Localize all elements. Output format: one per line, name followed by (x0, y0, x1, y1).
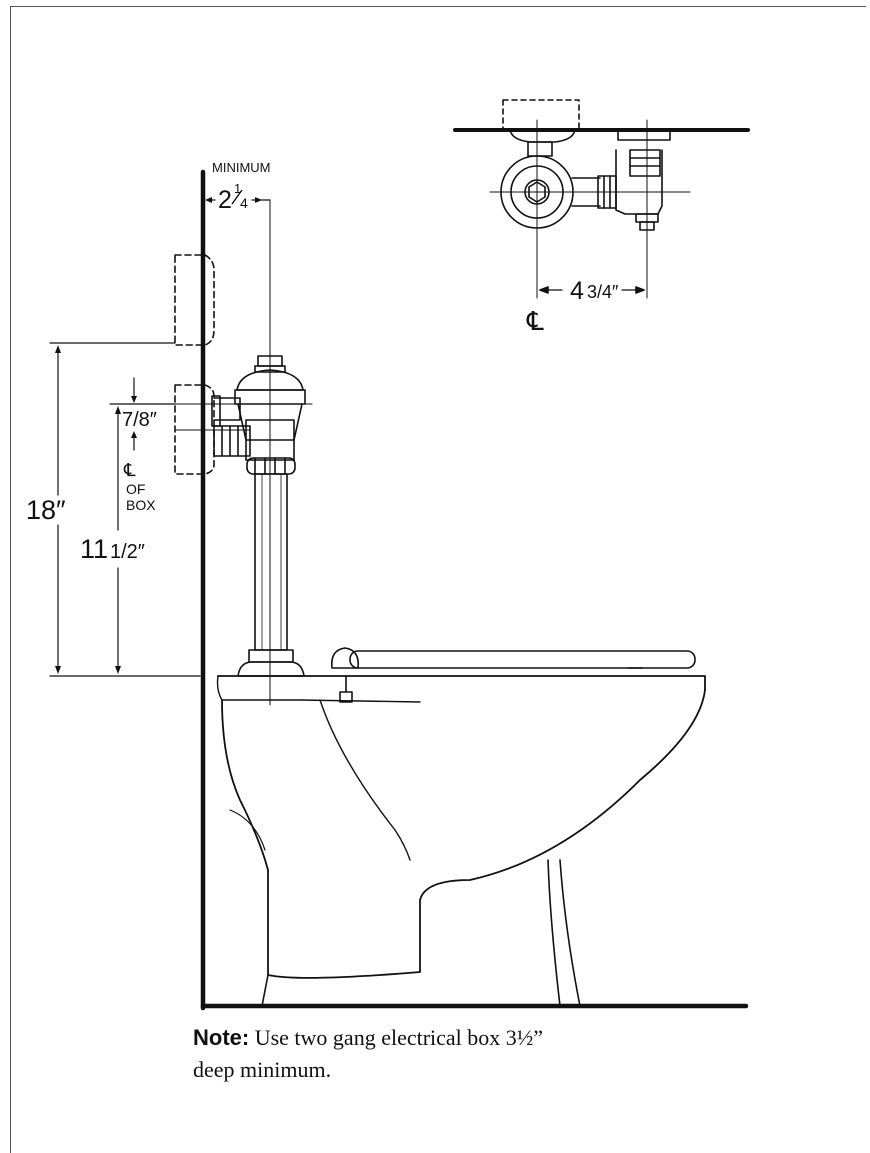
dim-11-fraction: 1/2″ (110, 541, 145, 563)
bowl-outline (221, 689, 706, 979)
upper-electrical-box (174, 254, 215, 346)
cl-of-label: OF (126, 481, 145, 497)
note-line-1: Use two gang electrical box 3½” (254, 1025, 544, 1050)
dim-4-whole: 4 (570, 277, 584, 305)
dim-2-denominator: 4 (240, 195, 248, 211)
toilet-seat (349, 650, 696, 669)
flush-valve (174, 199, 313, 706)
installation-note: Note: Use two gang electrical box 3½” de… (193, 1022, 753, 1086)
top-view (453, 99, 750, 299)
flush-tube (254, 473, 288, 651)
dim-2-whole: 2 (218, 186, 232, 214)
top-view-supply-flange (617, 129, 671, 141)
dim-18: 18″ (26, 495, 66, 525)
centerline-symbol-box: ℄ (123, 460, 136, 480)
centerline-symbol-top: ℄ (526, 306, 544, 336)
cl-box-label: BOX (126, 497, 156, 513)
dim-2-numerator: 1 (234, 181, 241, 196)
minimum-label: MINIMUM (212, 160, 271, 175)
page-frame (10, 6, 866, 1153)
dim-7-8: 7/8″ (122, 409, 157, 431)
flush-valve-inlet (213, 397, 241, 421)
wall-side (174, 169, 749, 1011)
side-dimensions (49, 197, 271, 677)
dim-2-fraction-bar (231, 189, 243, 205)
seat-hinge (330, 647, 360, 669)
lower-electrical-box (174, 384, 215, 475)
top-view-electrical-box (502, 99, 580, 131)
toilet-bowl (216, 647, 706, 1007)
dim-11-whole: 11 (80, 534, 108, 564)
dim-4-fraction: 3/4″ (587, 282, 619, 302)
top-view-stop-valve (615, 149, 663, 215)
note-line-2: deep minimum. (193, 1057, 332, 1082)
note-label: Note: (193, 1025, 250, 1050)
